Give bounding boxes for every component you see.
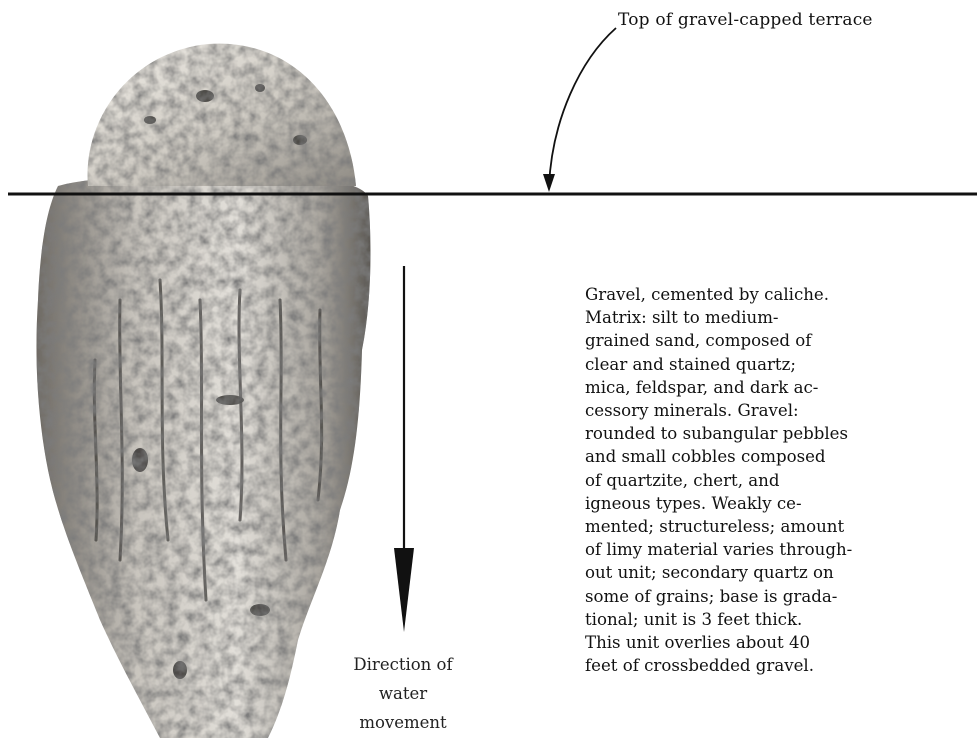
description-line: cessory minerals. Gravel: <box>585 399 975 422</box>
description-line: mica, feldspar, and dark ac- <box>585 376 975 399</box>
description-line: and small cobbles composed <box>585 445 975 468</box>
description-line: of quartzite, chert, and <box>585 469 975 492</box>
description-line: clear and stained quartz; <box>585 353 975 376</box>
description-line: rounded to subangular pebbles <box>585 422 975 445</box>
description-line: igneous types. Weakly ce- <box>585 492 975 515</box>
description-line: grained sand, composed of <box>585 329 975 352</box>
description-line: some of grains; base is grada- <box>585 585 975 608</box>
direction-line: water <box>318 679 488 708</box>
description-line: Gravel, cemented by caliche. <box>585 283 975 306</box>
description-line: Matrix: silt to medium- <box>585 306 975 329</box>
unit-description: Gravel, cemented by caliche. Matrix: sil… <box>585 283 975 677</box>
description-line: tional; unit is 3 feet thick. <box>585 608 975 631</box>
description-line: of limy material varies through- <box>585 538 975 561</box>
description-line: This unit overlies about 40 <box>585 631 975 654</box>
terrace-label: Top of gravel-capped terrace <box>618 10 873 30</box>
specimen-cap <box>87 44 356 186</box>
direction-line: movement <box>318 708 488 737</box>
specimen-photo <box>36 44 370 738</box>
direction-line: Direction of <box>318 650 488 679</box>
direction-label: Direction of water movement <box>318 650 488 737</box>
down-arrow-icon <box>394 266 414 632</box>
description-line: mented; structureless; amount <box>585 515 975 538</box>
description-line: out unit; secondary quartz on <box>585 561 975 584</box>
curved-leader-arrow-icon <box>543 28 616 192</box>
description-line: feet of crossbedded gravel. <box>585 654 975 677</box>
